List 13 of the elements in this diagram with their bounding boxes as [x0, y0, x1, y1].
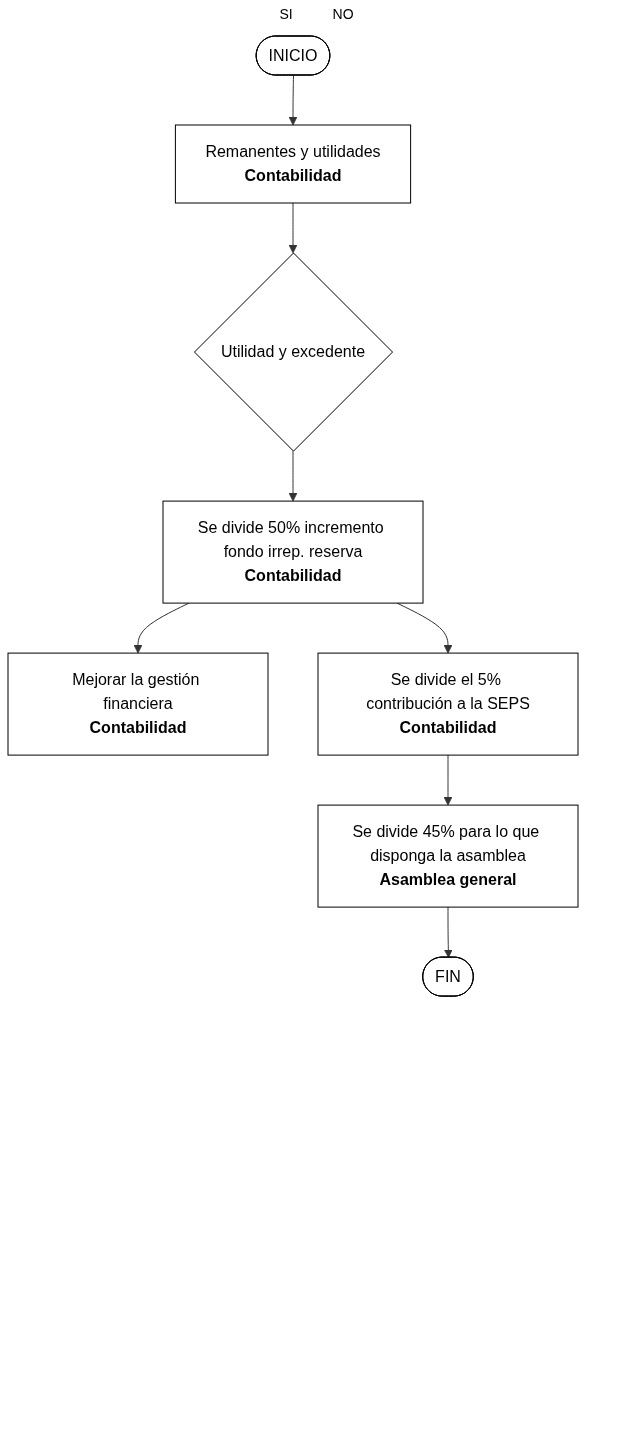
node-box: Mejorar la gestión financiera Contabilidad	[7, 652, 269, 756]
node-box: Se divide 50% incremento fondo irrep. reserva Contabilidad	[162, 500, 424, 604]
arrow	[288, 450, 298, 502]
branch-label: NO	[332, 6, 354, 22]
arrow	[288, 202, 298, 254]
node-box: Se divide 45% para lo que disponga la asamblea Asamblea general	[317, 804, 579, 908]
arrow	[443, 906, 453, 958]
node-box: Remanentes y utilidades Contabilidad	[174, 124, 412, 204]
arrow	[288, 75, 298, 126]
arrow	[443, 754, 453, 806]
branch-label: SI	[279, 6, 293, 22]
node-box: Se divide el 5% contribución a la SEPS Contabilidad	[317, 652, 579, 756]
node-diamond: Utilidad y excedente	[193, 252, 394, 452]
